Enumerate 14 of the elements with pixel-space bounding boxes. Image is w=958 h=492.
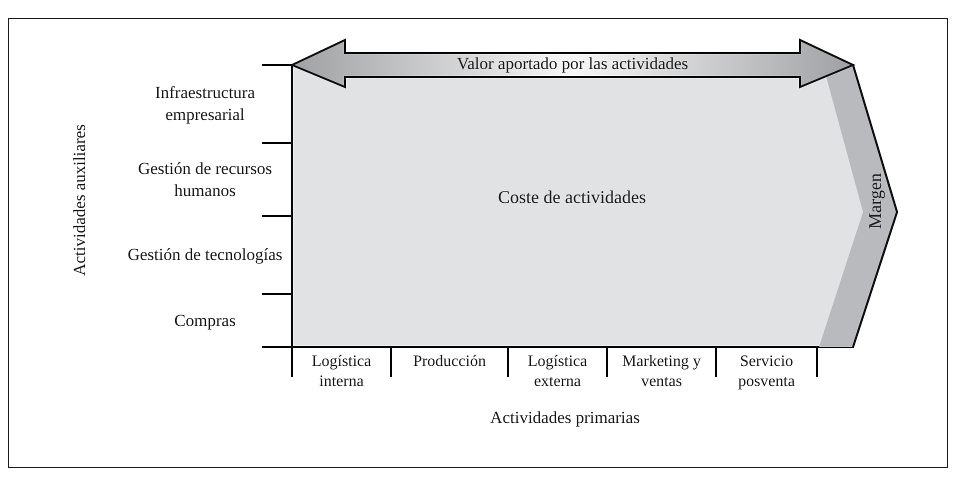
primary-activity-label: Servicio posventa [737, 352, 796, 392]
node-label: Margen [864, 172, 886, 231]
primary-activity-label: Marketing y ventas [621, 352, 702, 392]
support-activity-label: Gestión de tecnologías [128, 244, 282, 266]
node-label: Valor aportado por las actividades [456, 53, 690, 75]
primary-activity-label: Producción [413, 352, 486, 372]
axis-label: Actividades primarias [490, 407, 640, 430]
support-activity-label: Gestión de recursos humanos [136, 158, 274, 202]
support-activity-label: Infraestructura empresarial [154, 82, 256, 126]
node-label: Coste de actividades [497, 186, 647, 209]
axis-label: Actividades auxiliares [69, 124, 90, 276]
primary-activity-label: Logística interna [310, 352, 372, 392]
support-activity-label: Compras [174, 310, 236, 332]
primary-activity-label: Logística externa [526, 352, 588, 392]
